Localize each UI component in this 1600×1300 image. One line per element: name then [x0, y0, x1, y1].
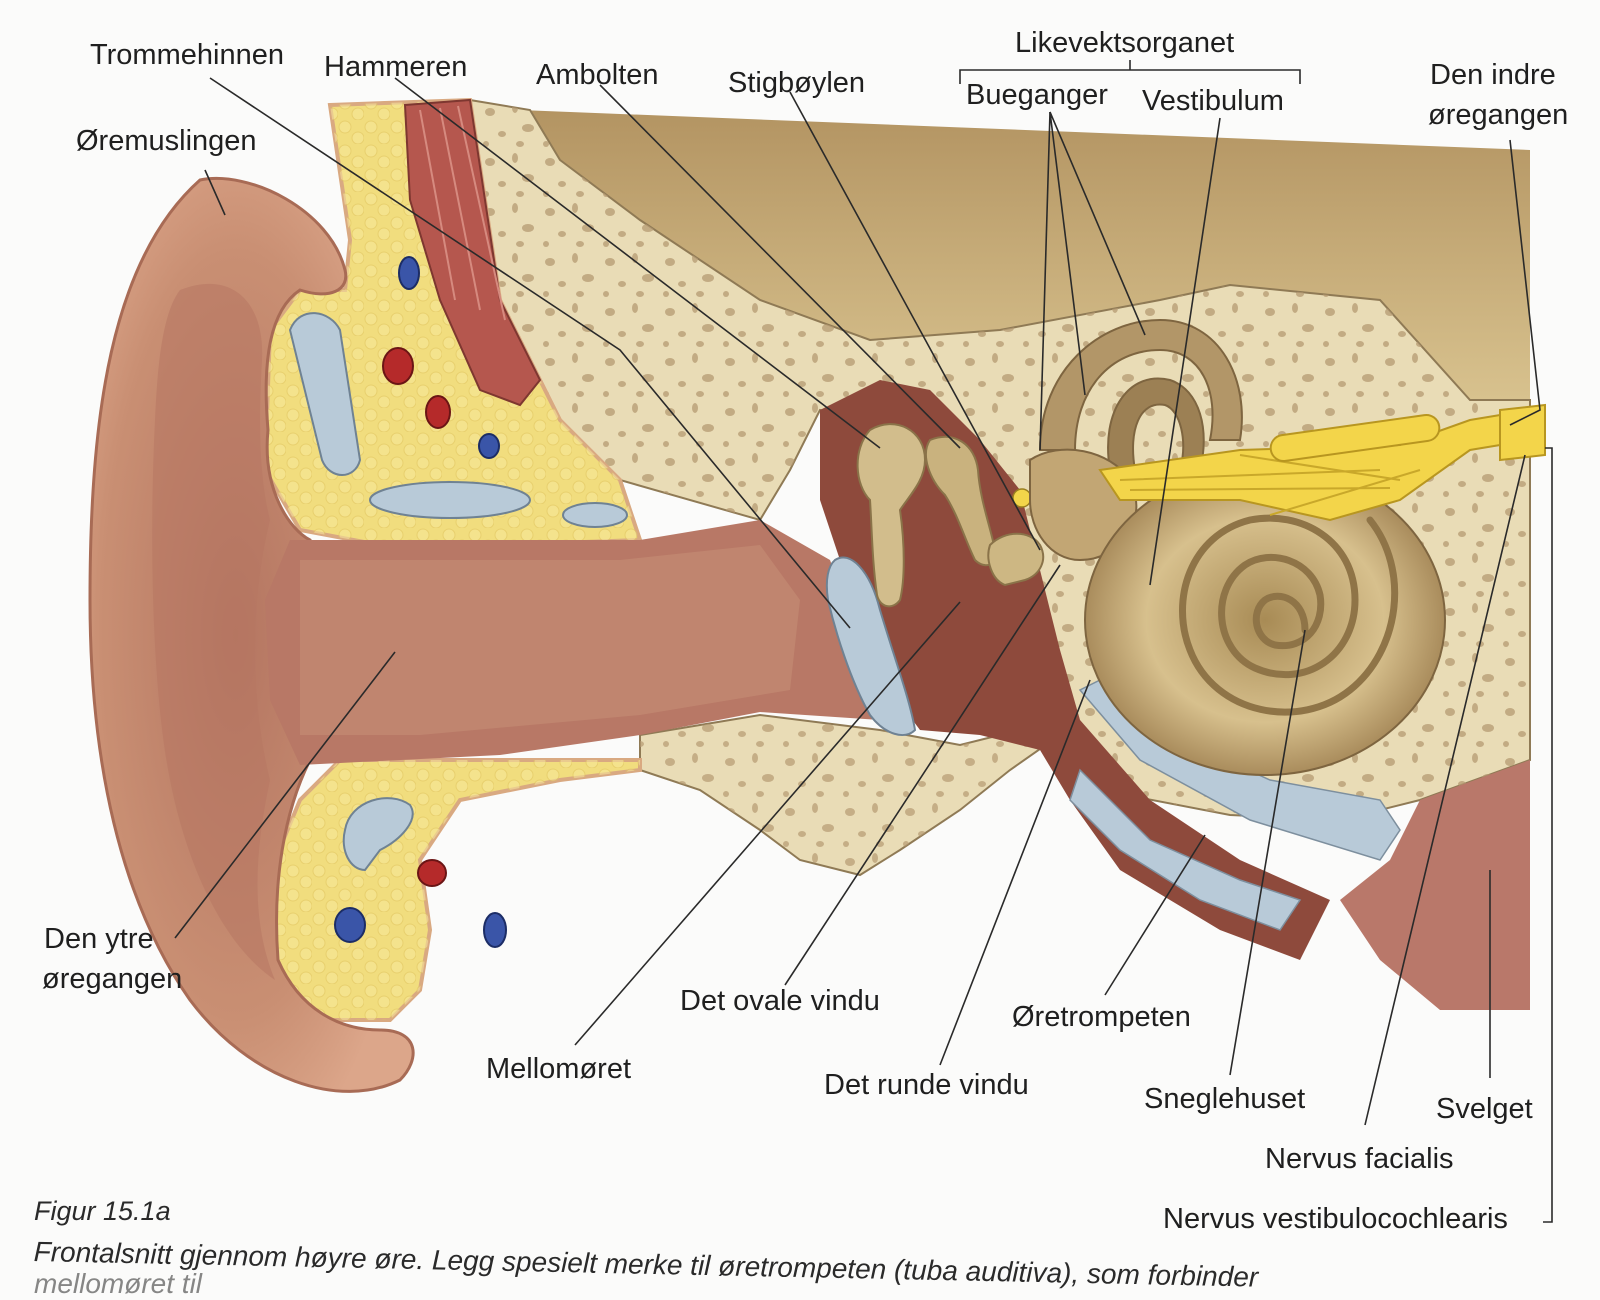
vein-upper-2: [369, 481, 531, 519]
leader-mellomoret: [574, 601, 961, 1046]
middle-ear-cavity: [820, 380, 1330, 960]
facial-nerve: [1269, 413, 1441, 463]
vein-upper-1: [288, 312, 362, 476]
label-sneglehuset: Sneglehuset: [1144, 1083, 1305, 1115]
leader-bueganger-2: [1049, 111, 1086, 396]
vein-upper-3: [562, 502, 628, 528]
leader-nervus-vestibulocochlearis: [1543, 447, 1553, 1223]
label-likevektsorganet: Likevektsorganet: [1015, 27, 1234, 59]
artery-2: [425, 395, 451, 429]
leader-hammeren: [394, 77, 881, 449]
label-oremuslingen: Øremuslingen: [76, 125, 257, 157]
label-svelget: Svelget: [1436, 1093, 1533, 1125]
label-stigboylen: Stigbøylen: [728, 67, 865, 99]
cranial-cavity: [520, 110, 1530, 400]
artery-1: [382, 347, 414, 385]
vein-blue-3: [334, 907, 366, 943]
leader-bueganger-1: [1039, 111, 1051, 451]
stapes: [987, 532, 1045, 587]
label-nervus-vestibulocochlearis: Nervus vestibulocochlearis: [1163, 1203, 1508, 1235]
eustachian-tube-lining-lower: [1069, 768, 1302, 931]
label-trommehinnen: Trommehinnen: [90, 39, 284, 71]
label-det-ovale-vindu: Det ovale vindu: [680, 985, 880, 1017]
figure-caption-title: Figur 15.1a: [34, 1196, 171, 1226]
ear-canal-shade: [300, 545, 800, 735]
leader-oremuslingen: [204, 169, 226, 216]
artery-3: [417, 859, 447, 887]
leader-likevekt-bracket: [959, 60, 1301, 84]
label-den-indre-2: øregangen: [1428, 99, 1568, 131]
leader-sneglehuset: [1229, 629, 1306, 1076]
vein-blue-4: [483, 912, 507, 948]
leader-bueganger-3: [1049, 111, 1146, 336]
label-nervus-facialis: Nervus facialis: [1265, 1143, 1454, 1175]
label-den-ytre-2: øregangen: [42, 963, 182, 995]
lower-bone-pores: [640, 715, 1060, 875]
label-oretrompeten: Øretrompeten: [1012, 1001, 1191, 1033]
label-det-runde-vindu: Det runde vindu: [824, 1069, 1029, 1101]
pharynx: [1340, 760, 1530, 1010]
leader-nervus-facialis: [1364, 454, 1526, 1126]
label-den-ytre-1: Den ytre: [44, 923, 154, 955]
malleus: [856, 423, 927, 608]
leader-det-runde-vindu: [939, 679, 1091, 1066]
semicircular-canals: [1038, 318, 1243, 451]
cochlea-spiral: [1179, 514, 1399, 716]
vein-lower-1: [342, 797, 414, 872]
tympanic-membrane: [825, 556, 917, 736]
inner-ear-canal-nerves: [1499, 403, 1546, 462]
leader-den-ytre: [174, 651, 396, 939]
figure-caption-text-cut: mellomøret til: [34, 1268, 203, 1299]
label-bueganger: Bueganger: [966, 79, 1108, 111]
label-ambolten: Ambolten: [536, 59, 659, 91]
tensor-muscle-striation: [419, 105, 506, 321]
nerve-fibers: [1119, 454, 1421, 516]
leader-ambolten: [599, 84, 961, 449]
leader-vestibulum: [1149, 117, 1221, 586]
lower-fat-cells: [270, 760, 640, 1020]
leader-det-ovale-vindu: [784, 564, 1061, 986]
label-hammeren: Hammeren: [324, 51, 467, 83]
leader-trommehinnen: [209, 77, 851, 629]
leader-den-indre: [1509, 139, 1541, 426]
leader-oretrompeten: [1104, 834, 1206, 996]
vein-blue-1: [398, 256, 420, 290]
label-den-indre-1: Den indre: [1430, 59, 1556, 91]
label-vestibulum: Vestibulum: [1142, 85, 1284, 117]
leader-stigboylen: [789, 91, 1041, 551]
label-mellomoret: Mellomøret: [486, 1053, 631, 1085]
vein-blue-2: [478, 433, 500, 459]
auricle-inner-fold: [152, 283, 275, 980]
